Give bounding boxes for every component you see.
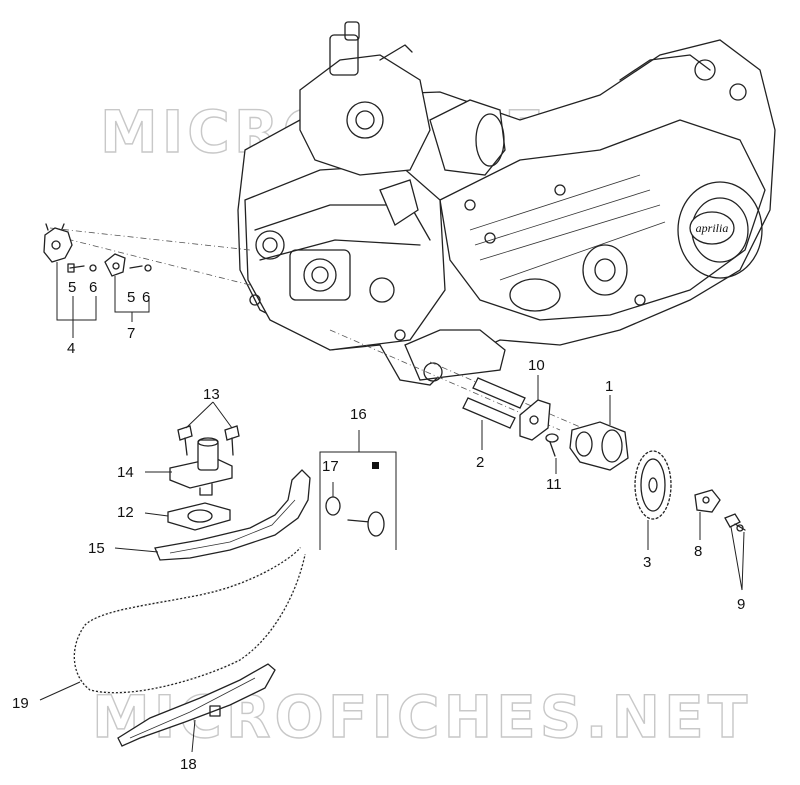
callout-15: 15: [88, 540, 105, 557]
part-15-guide: [154, 469, 311, 561]
part-8-weight: [694, 489, 721, 513]
part-5-screw-a: [67, 263, 85, 273]
callout-2: 2: [476, 454, 484, 471]
part-13-bolts: [177, 425, 240, 456]
part-11-screw: [545, 433, 559, 457]
kit-marker: [372, 462, 379, 469]
callout-19: 19: [12, 695, 29, 712]
part-19-timing-chain: [73, 547, 306, 694]
part-17-oring: [325, 496, 341, 516]
callout-6a: 6: [89, 279, 97, 296]
part-7-bracket: [104, 253, 152, 277]
callout-10: 10: [528, 357, 545, 374]
part-4-bracket: [43, 223, 73, 263]
part-18-chain-guide: [117, 663, 276, 747]
callout-4: 4: [67, 340, 75, 357]
part-1-camshaft: [569, 421, 629, 471]
part-6-washer-a: [89, 264, 97, 272]
callout-13: 13: [203, 386, 220, 403]
part-3-sprocket: [634, 450, 672, 520]
callout-17: 17: [322, 458, 339, 475]
part-16-plug: [347, 511, 385, 537]
engine-assembly: aprilia: [237, 21, 776, 386]
brand-badge: aprilia: [689, 211, 735, 245]
callout-18: 18: [180, 756, 197, 773]
callout-9: 9: [737, 596, 745, 613]
watermark-bottom: MICROFICHES.NET: [92, 683, 751, 751]
callout-14: 14: [117, 464, 134, 481]
part-2-pins: [462, 377, 526, 429]
bracket-16: [319, 430, 397, 550]
callout-3: 3: [643, 554, 651, 571]
callout-1: 1: [605, 378, 613, 395]
svg-text:aprilia: aprilia: [696, 221, 729, 235]
callout-7: 7: [127, 325, 135, 342]
callout-12: 12: [117, 504, 134, 521]
callout-5a: 5: [68, 279, 76, 296]
part-9-bolts: [724, 513, 746, 532]
callout-8: 8: [694, 543, 702, 560]
part-12-gasket: [167, 502, 231, 531]
part-10-plate: [519, 399, 551, 441]
callout-16: 16: [350, 406, 367, 423]
callout-6b: 6: [142, 289, 150, 306]
leader-lines-4-7: [56, 262, 150, 338]
callout-11: 11: [546, 476, 562, 493]
part-14-tensioner: [169, 437, 233, 496]
callout-5b: 5: [127, 289, 135, 306]
